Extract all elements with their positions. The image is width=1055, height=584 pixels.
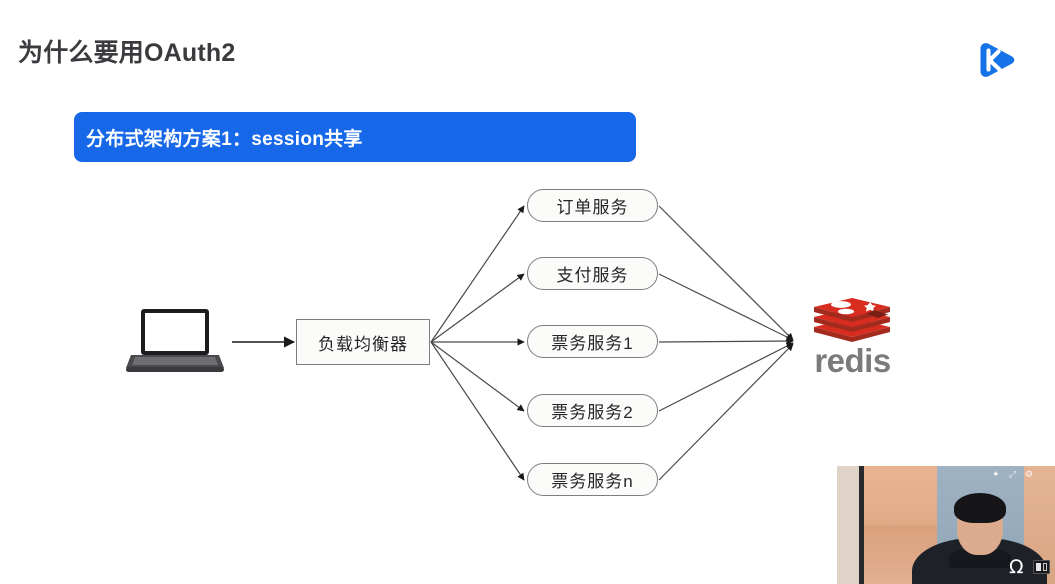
presenter-collar (949, 548, 1011, 568)
gear-icon[interactable]: ⚙ (1025, 469, 1034, 479)
edge-lb-to-services (430, 205, 525, 481)
node-ticket-service-n: 票务服务n (527, 463, 658, 496)
node-load-balancer-label: 负载均衡器 (318, 334, 408, 354)
brand-logo (977, 40, 1017, 80)
node-load-balancer: 负载均衡器 (296, 319, 430, 365)
node-payment-service: 支付服务 (527, 257, 658, 290)
layout-toggle-icon[interactable] (1033, 560, 1050, 574)
redis-wordmark: redis (814, 342, 891, 379)
node-ticket-service-2: 票务服务2 (527, 394, 658, 427)
camera-background-left (837, 466, 859, 584)
node-order-service: 订单服务 (527, 189, 658, 222)
redis-cube-icon (814, 298, 890, 342)
node-ticket-service-1-label: 票务服务1 (551, 334, 634, 353)
microphone-icon[interactable]: Ω (1009, 556, 1024, 578)
node-ticket-service-n-label: 票务服务n (551, 472, 634, 491)
node-order-service-label: 订单服务 (556, 198, 629, 217)
node-ticket-service-1: 票务服务1 (527, 325, 658, 358)
presenter-hair (954, 493, 1006, 523)
pin-icon[interactable]: ✦ (992, 469, 1000, 479)
node-ticket-service-2-label: 票务服务2 (551, 403, 634, 422)
laptop-icon (125, 305, 225, 377)
expand-icon[interactable]: ⤢ (1009, 469, 1017, 479)
camera-background-strip (859, 466, 864, 584)
redis-logo: redis (800, 296, 905, 381)
presenter-camera[interactable]: ✦ ⤢ ⚙ Ω (837, 466, 1055, 584)
section-banner: 分布式架构方案1：session共享 (74, 112, 636, 162)
node-payment-service-label: 支付服务 (556, 266, 629, 285)
section-banner-label: 分布式架构方案1：session共享 (86, 128, 363, 150)
edge-services-to-redis (658, 205, 794, 481)
page-title: 为什么要用OAuth2 (18, 39, 236, 67)
